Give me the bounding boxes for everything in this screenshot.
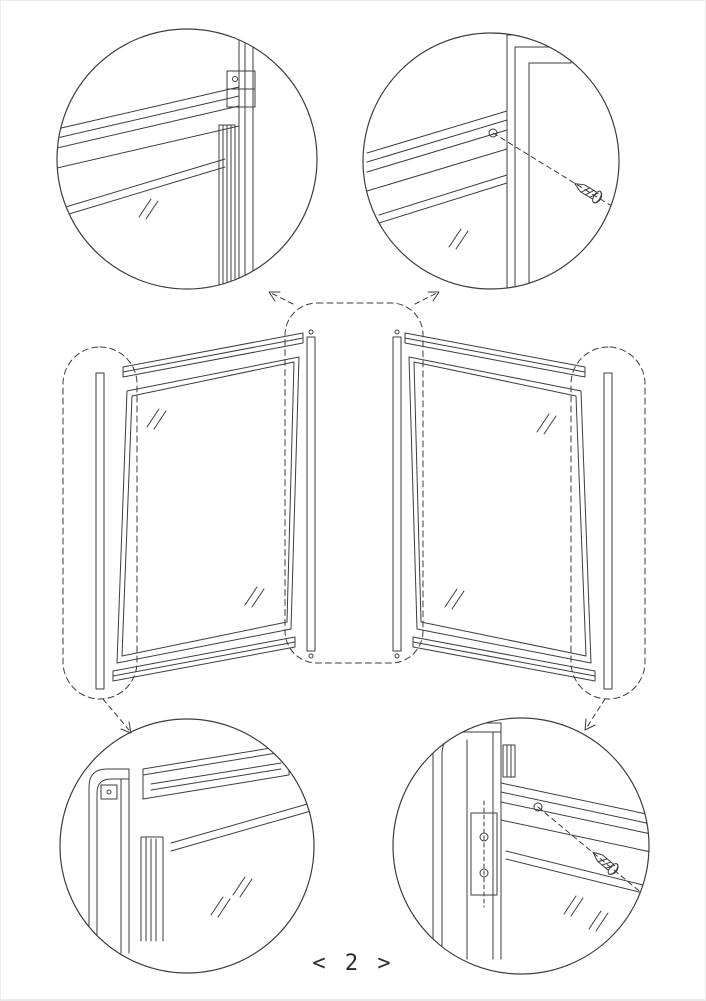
glass-edge [58, 158, 226, 218]
screw-axis-leader [537, 806, 649, 910]
glass-hatch-mark [210, 896, 231, 918]
screw-hole [533, 802, 543, 812]
rail-channel-profile [142, 744, 290, 800]
glass-hatch-mark [536, 413, 557, 435]
detail-content-bottom-left [88, 744, 312, 954]
glass-hatch-mark [146, 408, 167, 430]
vertical-frame-profile [506, 34, 530, 289]
detail-view-top-right [362, 32, 620, 290]
hinge-hole [479, 868, 489, 878]
profile-top-flange [506, 34, 572, 64]
screw-hole [488, 128, 498, 138]
callout-arrow-to-top-left [268, 291, 294, 305]
callout-arrow-to-bottom-right [584, 698, 606, 731]
right-door-panel [392, 329, 646, 700]
bracket-hole [232, 76, 238, 82]
corner-post-profile [88, 768, 130, 954]
glass-hatch-mark [444, 588, 465, 610]
gasket-strip [140, 836, 164, 942]
top-rail-profile [500, 782, 649, 853]
gasket-strip [502, 744, 516, 778]
center-profiles-highlight [284, 302, 424, 664]
glass-edge [505, 850, 644, 894]
page-number: < 2 > [312, 951, 394, 976]
glass-edge [378, 174, 508, 224]
detail-circle-outline [59, 718, 315, 974]
detail-content-top-right [366, 34, 619, 289]
rounded-corner-profile [432, 722, 502, 960]
glass-hatch-mark [244, 586, 265, 608]
detail-view-bottom-right [392, 717, 650, 975]
glass-hatch-mark [588, 910, 609, 932]
detail-circle-outline [362, 32, 620, 290]
detail-view-top-left [56, 28, 318, 290]
glass-hatch-mark [138, 198, 159, 220]
detail-content-top-left [57, 29, 256, 289]
glass-hatch-mark [232, 876, 253, 898]
vertical-frame-profile [238, 29, 254, 289]
block-hole [106, 789, 112, 795]
corner-block [100, 784, 118, 800]
detail-content-bottom-right [432, 722, 649, 960]
glass-hatch-mark [448, 228, 469, 250]
glass-hatch-mark [563, 895, 584, 917]
detail-circle-outline [56, 28, 318, 290]
callout-arrow-to-top-right [414, 291, 440, 305]
glass-edge [170, 802, 312, 852]
top-rail-profile [366, 110, 508, 192]
detail-circle-outline [392, 717, 650, 975]
gasket-strip [218, 124, 236, 289]
exploded-assembly [62, 291, 646, 734]
detail-view-bottom-left [59, 718, 315, 974]
callout-arrow-to-bottom-left [102, 698, 132, 734]
top-rail-profile [57, 86, 240, 169]
left-door-panel [62, 329, 316, 700]
